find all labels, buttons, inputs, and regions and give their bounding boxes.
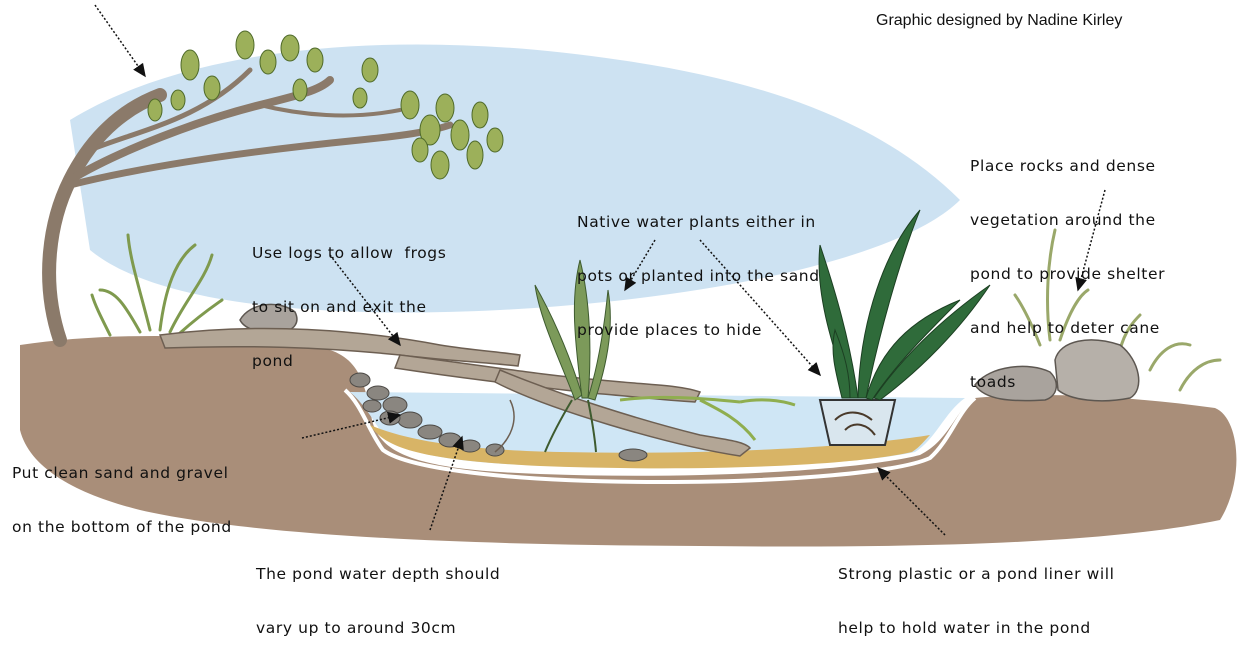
label-plants: Native water plants either in pots or pl… bbox=[577, 177, 820, 357]
label-logs: Use logs to allow frogs to sit on and ex… bbox=[252, 208, 446, 388]
arrow-tree bbox=[95, 5, 145, 76]
label-liner: Strong plastic or a pond liner will help… bbox=[838, 529, 1115, 655]
label-depth: The pond water depth should vary up to a… bbox=[256, 529, 500, 655]
label-sand: Put clean sand and gravel on the bottom … bbox=[12, 428, 232, 554]
label-rocks: Place rocks and dense vegetation around … bbox=[970, 121, 1165, 409]
credit-text: Graphic designed by Nadine Kirley bbox=[876, 12, 1122, 30]
